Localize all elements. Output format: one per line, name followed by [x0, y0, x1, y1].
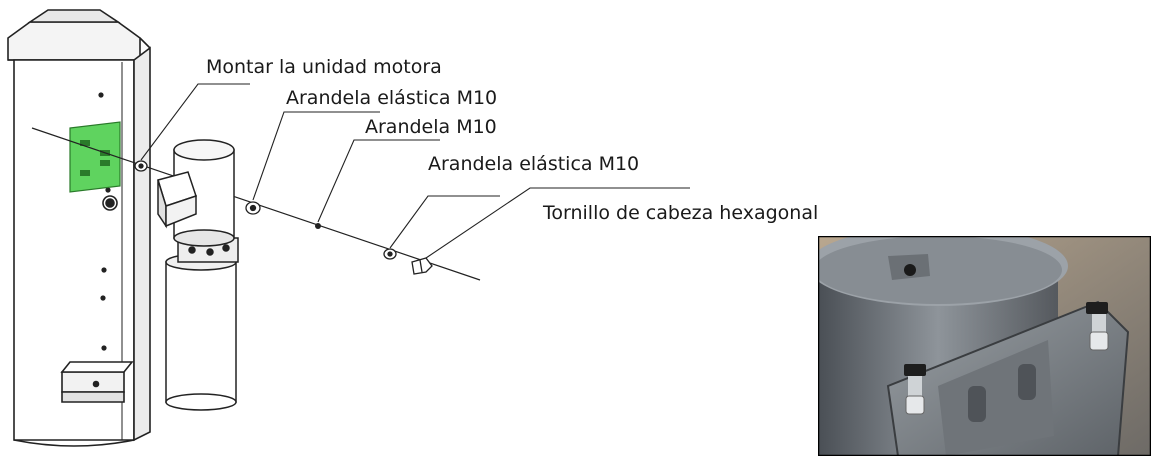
washer-m10: [315, 223, 321, 229]
leader-lines: [140, 83, 690, 259]
spring-washer-1: [245, 201, 261, 215]
callout-washer: Arandela M10: [365, 116, 497, 138]
callout-spring-washer-2: Arandela elástica M10: [428, 153, 640, 175]
bolt-left: [904, 364, 926, 415]
spring-washer-2: [383, 248, 397, 260]
column-housing: [7, 9, 151, 447]
callout-mount-motor-unit: Montar la unidad motora: [206, 56, 442, 78]
hex-bolt: [411, 257, 433, 275]
callout-spring-washer-1: Arandela elástica M10: [286, 87, 498, 109]
inset-photo: [818, 236, 1151, 456]
callout-hex-bolt: Tornillo de cabeza hexagonal: [543, 202, 819, 224]
mount-plate: [69, 121, 121, 193]
washer-1: [134, 160, 148, 172]
motor-unit: [157, 139, 239, 411]
bolt-right: [1086, 302, 1109, 351]
